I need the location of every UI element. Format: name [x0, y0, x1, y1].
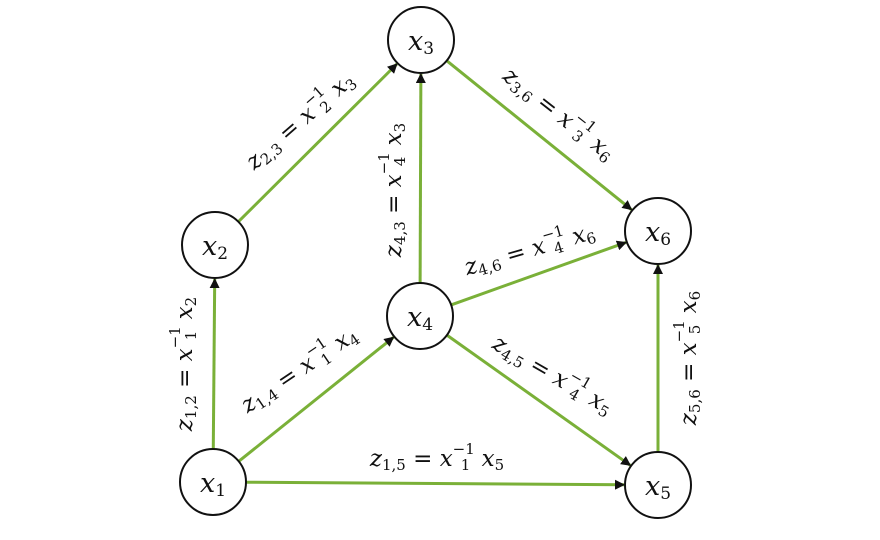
edge-label-x4-x3: z4,3 = x−14 x3	[375, 123, 409, 258]
node-circle	[387, 6, 455, 74]
edge-x4-x3	[415, 72, 426, 284]
node-label-x6: x6	[645, 217, 671, 250]
node-circle	[179, 448, 247, 516]
node-circle	[181, 211, 249, 279]
edge-x1-x2	[209, 277, 220, 450]
edge-x2-x3	[237, 62, 398, 223]
node-label-x2: x2	[202, 231, 228, 264]
node-circle	[386, 282, 454, 350]
node-x3: x3	[387, 6, 455, 74]
edge-label-x2-x3: z2,3 = x−12 x3	[236, 63, 360, 177]
edge-label-x4-x5: z4,5 = x−14 x5	[486, 325, 620, 422]
node-x4: x4	[386, 282, 454, 350]
edge-x4-x5	[446, 333, 632, 467]
node-x2: x2	[181, 211, 249, 279]
edge-label-x1-x4: z1,4 = x−11 x4	[232, 317, 363, 421]
edge-label-x5-x6: z5,6 = x−15 x6	[670, 291, 704, 426]
nodes: x1 x2 x3 x4 x5 x6	[179, 6, 692, 519]
node-label-x3: x3	[408, 26, 434, 59]
node-label-x1: x1	[200, 468, 226, 501]
node-x1: x1	[179, 448, 247, 516]
node-label-x5: x5	[645, 471, 671, 504]
edge-x1-x4	[237, 336, 395, 463]
node-x6: x6	[624, 197, 692, 265]
edge-label-x4-x6: z4,6 = x−14 x6	[459, 213, 599, 283]
node-circle	[624, 451, 692, 519]
edge-x4-x6	[450, 240, 627, 307]
edge-x3-x6	[445, 59, 633, 211]
node-circle	[624, 197, 692, 265]
node-x5: x5	[624, 451, 692, 519]
edge-x1-x5	[245, 479, 626, 490]
node-label-x4: x4	[407, 302, 433, 335]
edge-labels: z1,2 = x−11 x2 z2,3 = x−12 x3 z4,3 = x−14 …	[166, 62, 704, 474]
edges	[209, 59, 663, 490]
edge-label-x1-x2: z1,2 = x−11 x2	[166, 297, 200, 432]
